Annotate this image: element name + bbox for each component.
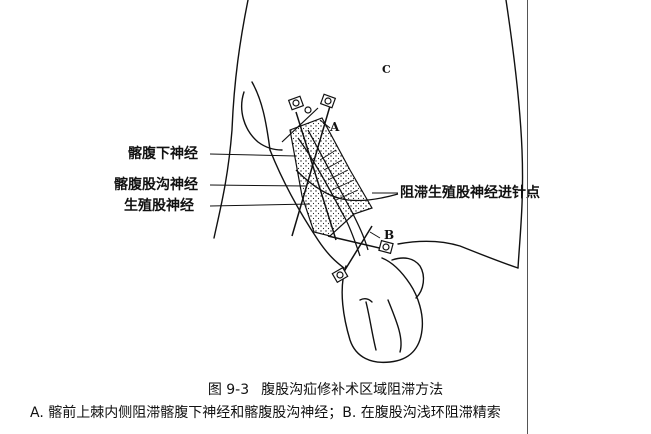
left-hip-inner-line [251, 81, 271, 151]
figure-caption-title: 图 9-3 腹股沟疝修补术区域阻滞方法 [0, 381, 651, 399]
needle-b [327, 225, 394, 284]
needle-a [281, 93, 337, 241]
torso-right-contour [505, 0, 524, 269]
needle-a-letter: A [330, 120, 340, 134]
page-fold-line [527, 0, 528, 434]
needle-b-letter: B [384, 228, 395, 242]
label-iliohypogastric-nerve: 髂腹下神经 [128, 146, 198, 162]
left-anterior-crest [240, 91, 283, 151]
figure-caption-subtitle: A. 髂前上棘内侧阻滞髂腹下神经和髂腹股沟神经；B. 在腹股沟浅环阻滞精索 [30, 405, 501, 421]
nerve-region-stipple [289, 117, 373, 237]
penis-outline [391, 257, 425, 299]
region-letter-c: C [382, 63, 391, 76]
inguinal-fold-left [269, 149, 345, 269]
scrotum-midline [365, 301, 377, 351]
label-genitofemoral-entry-point: 阻滞生殖股神经进针点 [400, 185, 540, 201]
label-genitofemoral-nerve: 生殖股神经 [124, 198, 194, 214]
figure-number: 图 9-3 [207, 382, 250, 398]
label-ilioinguinal-nerve: 髂腹股沟神经 [114, 177, 198, 193]
inguinal-fold-right [397, 240, 519, 269]
scrotum-lower [387, 299, 402, 353]
figure-title: 腹股沟疝修补术区域阻滞方法 [261, 382, 444, 398]
scrotum-inner [359, 297, 373, 303]
torso-left-contour [213, 0, 249, 239]
scrotum-outline [341, 257, 424, 364]
